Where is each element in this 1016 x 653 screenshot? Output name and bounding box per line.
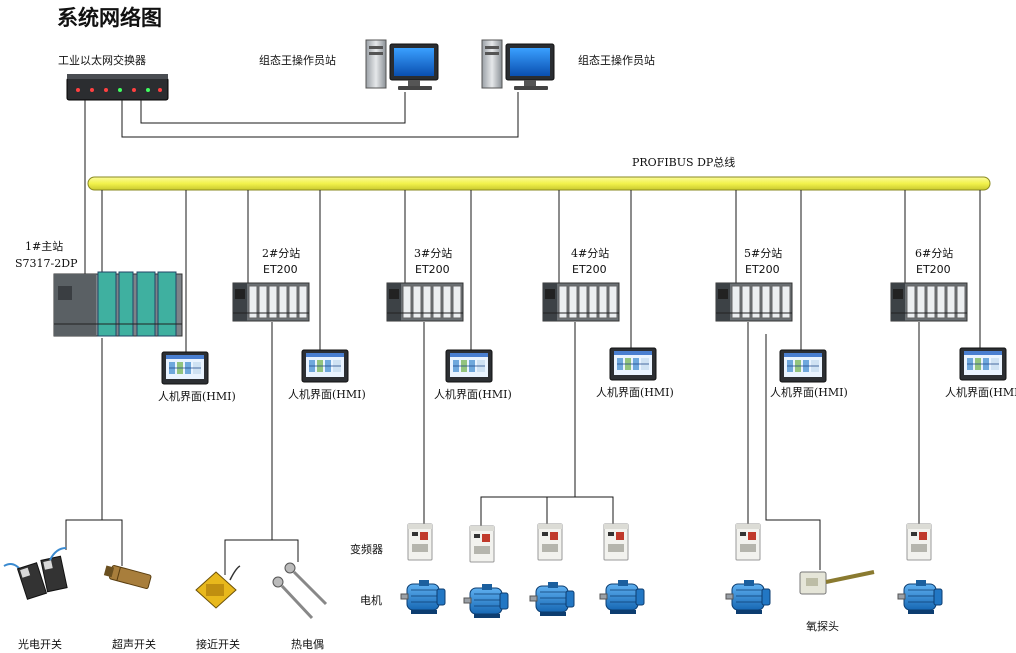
master-hmi-label: 人机界面(HMI) xyxy=(158,389,236,403)
station-label-1: 5#分站 xyxy=(744,246,782,260)
master-label-1: 1#主站 xyxy=(25,239,63,253)
station-label-1: 2#分站 xyxy=(262,246,300,260)
station-hmi-label: 人机界面(HMI) xyxy=(770,385,848,399)
hmi-icon xyxy=(445,349,493,383)
station-label-2: ET200 xyxy=(916,263,951,276)
oxygen-probe: 氧探头 xyxy=(799,570,875,633)
workstation-2-label: 组态王操作员站 xyxy=(578,53,655,67)
inverter-icon xyxy=(469,525,495,563)
ultrasonic-switch: 超声开关 xyxy=(103,565,156,651)
computer-icon xyxy=(481,39,555,91)
et200-icon xyxy=(232,282,310,322)
inverter-row-label: 变频器 xyxy=(350,542,383,556)
station-label-2: ET200 xyxy=(745,263,780,276)
station-3: 3#分站 ET200 人机界面(HMI) xyxy=(386,246,512,401)
motor-icon xyxy=(529,581,575,617)
station-label-1: 4#分站 xyxy=(571,246,609,260)
station-hmi-label: 人机界面(HMI) xyxy=(596,385,674,399)
oxygen-probe-label: 氧探头 xyxy=(806,619,839,633)
inverter-icon xyxy=(735,523,761,561)
profibus-label: PROFIBUS DP总线 xyxy=(632,155,735,169)
station-5: 5#分站 ET200 人机界面(HMI) xyxy=(715,246,848,399)
motor-icon xyxy=(463,583,509,619)
ultrasonic-sensor-icon xyxy=(103,565,152,590)
ethernet-wires xyxy=(84,92,519,276)
hmi-icon xyxy=(161,351,209,385)
hmi-icon xyxy=(609,347,657,381)
station-6: 6#分站 ET200 人机界面(HMI) xyxy=(890,246,1016,399)
proximity-sensor-icon xyxy=(195,565,241,609)
thermocouple: 热电偶 xyxy=(272,562,328,651)
station-hmi-label: 人机界面(HMI) xyxy=(945,385,1016,399)
workstation-1-label: 组态王操作员站 xyxy=(259,53,336,67)
workstation-2: 组态王操作员站 xyxy=(481,39,655,91)
motor-icon xyxy=(725,579,771,615)
inverter-icon xyxy=(603,523,629,561)
ethernet-switch: 工业以太网交换器 xyxy=(58,53,169,101)
motor-row-label: 电机 xyxy=(360,593,382,607)
station-label-2: ET200 xyxy=(263,263,298,276)
station-label-2: ET200 xyxy=(415,263,450,276)
photoelectric-label: 光电开关 xyxy=(18,637,62,651)
proximity-switch: 接近开关 xyxy=(195,565,241,651)
photoelectric-switch: 光电开关 xyxy=(3,547,68,651)
station-label-1: 3#分站 xyxy=(414,246,452,260)
et200-icon xyxy=(542,282,620,322)
et200-icon xyxy=(890,282,968,322)
station-2: 2#分站 ET200 人机界面(HMI) xyxy=(232,246,366,401)
ultrasonic-label: 超声开关 xyxy=(112,637,156,651)
inverter-icon xyxy=(537,523,563,561)
station-hmi-label: 人机界面(HMI) xyxy=(434,387,512,401)
et200-icon xyxy=(386,282,464,322)
oxygen-probe-icon xyxy=(799,570,875,595)
et200-icon xyxy=(715,282,793,322)
thermocouple-icon xyxy=(272,562,328,620)
ethernet-switch-label: 工业以太网交换器 xyxy=(58,53,146,67)
inverter-icon xyxy=(906,523,932,561)
plc-icon xyxy=(53,271,183,337)
switch-icon xyxy=(66,77,169,101)
master-hmi: 人机界面(HMI) xyxy=(158,351,236,403)
workstation-1: 组态王操作员站 xyxy=(259,39,439,91)
photoelectric-sensor-icon xyxy=(3,547,68,600)
motor-icon xyxy=(599,579,645,615)
proximity-label: 接近开关 xyxy=(196,637,240,651)
diagram-title: 系统网络图 xyxy=(57,6,162,30)
master-label-2: S7317-2DP xyxy=(15,257,78,270)
hmi-icon xyxy=(779,349,827,383)
inverter-icon xyxy=(407,523,433,561)
bus-drops xyxy=(101,190,981,352)
hmi-icon xyxy=(959,347,1007,381)
field-wiring xyxy=(65,322,920,575)
profibus-bus: PROFIBUS DP总线 xyxy=(87,155,991,191)
station-4: 4#分站 ET200 人机界面(HMI) xyxy=(542,246,674,399)
hmi-icon xyxy=(301,349,349,383)
computer-icon xyxy=(365,39,439,91)
station-label-1: 6#分站 xyxy=(915,246,953,260)
motor-icon xyxy=(897,579,943,615)
master-station: 1#主站 S7317-2DP xyxy=(15,239,183,337)
bus-cable xyxy=(87,176,991,191)
station-label-2: ET200 xyxy=(572,263,607,276)
motor-icon xyxy=(400,579,446,615)
thermocouple-label: 热电偶 xyxy=(291,638,324,651)
station-hmi-label: 人机界面(HMI) xyxy=(288,387,366,401)
